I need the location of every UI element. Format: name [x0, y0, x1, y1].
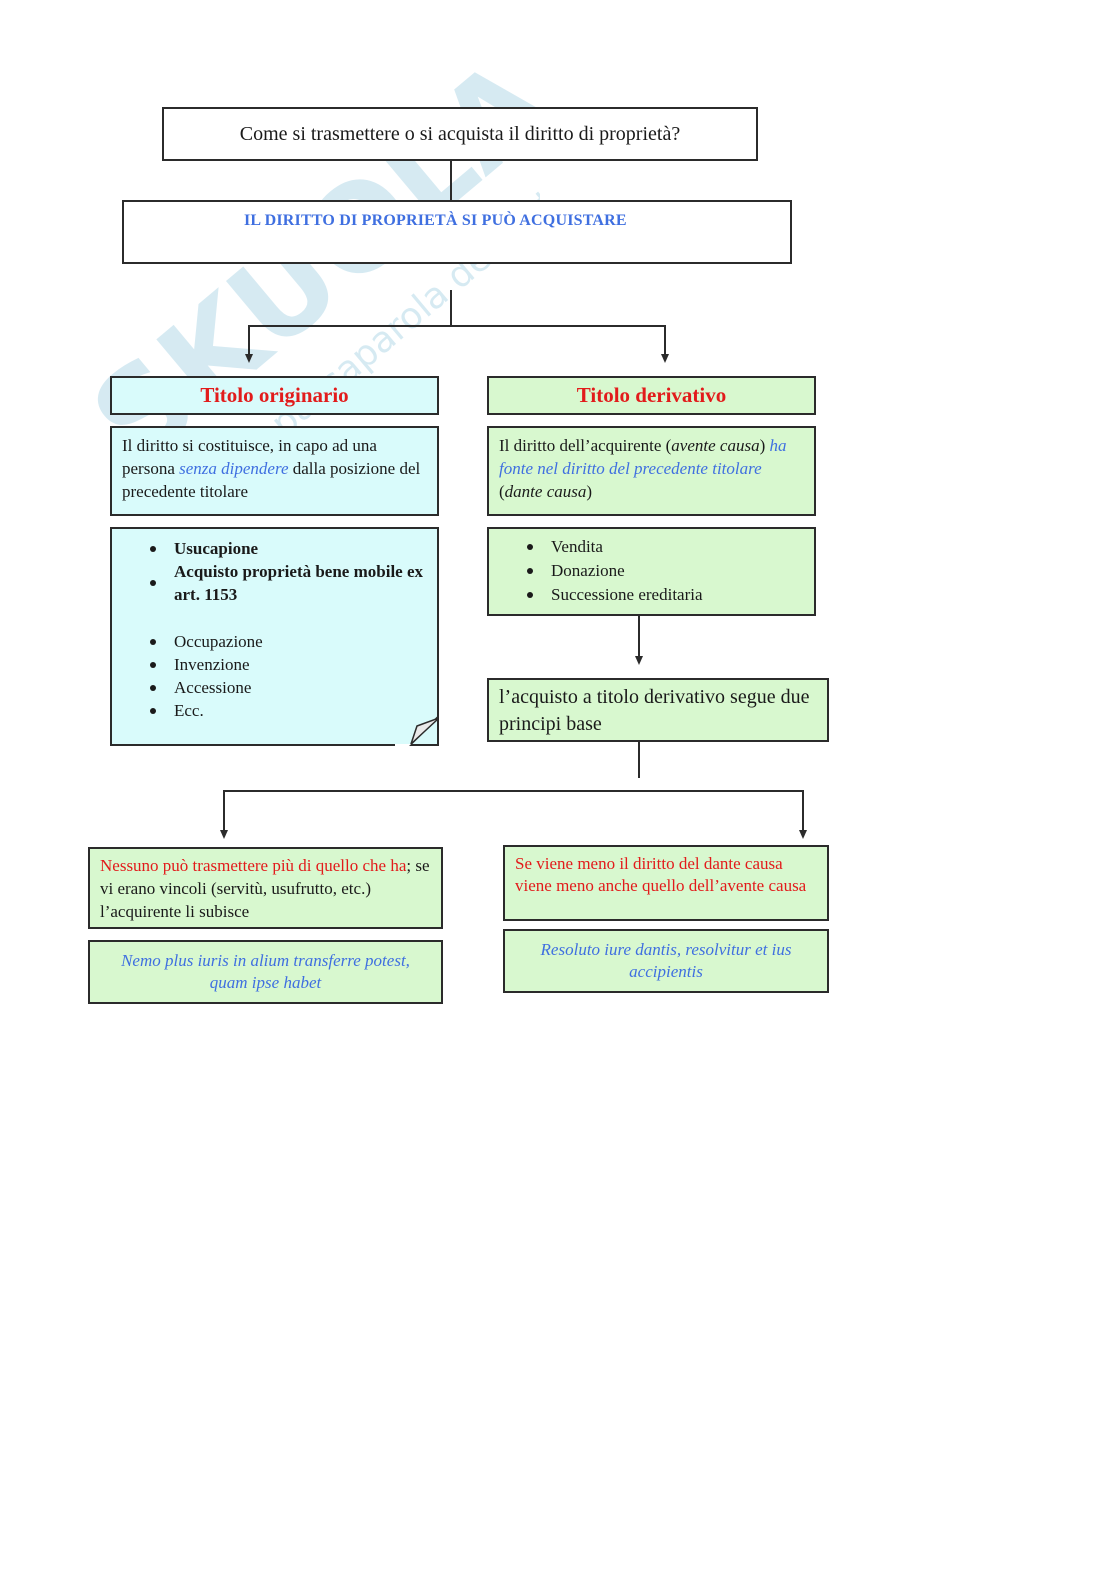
principio2-box: Se viene meno il diritto del dante causa…: [503, 845, 829, 921]
originario-title-box: Titolo originario: [110, 376, 439, 415]
list-item: Accessione: [148, 676, 427, 699]
list-item: Occupazione: [148, 630, 427, 653]
derivativo-title-box: Titolo derivativo: [487, 376, 816, 415]
arrow-head: [635, 656, 643, 665]
derivativo-desc-fonte: ha fonte nel diritto del precedente tito…: [499, 436, 787, 478]
originario-desc-box: Il diritto si costituisce, in capo ad un…: [110, 426, 439, 516]
connector-line: [248, 325, 666, 327]
originario-list-bold: Usucapione Acquisto proprietà bene mobil…: [148, 537, 427, 606]
derivativo-desc-avente: avente causa: [671, 436, 760, 455]
headline-text: IL DIRITTO DI PROPRIETÀ SI PUÒ ACQUISTAR…: [244, 212, 627, 229]
principio1-rest: ; se vi erano vincoli (servitù, usufrutt…: [100, 856, 430, 921]
arrow-head: [220, 830, 228, 839]
arrow-head: [245, 354, 253, 363]
principio2-latin: Resoluto iure dantis, resolvitur et ius …: [540, 940, 792, 981]
connector-line: [638, 616, 640, 656]
principio1-box: Nessuno può trasmettere più di quello ch…: [88, 847, 443, 929]
derivativo-desc-dante: dante causa: [504, 482, 587, 501]
derivativo-title: Titolo derivativo: [576, 383, 727, 407]
originario-desc-highlight: senza dipendere: [179, 459, 289, 478]
principi-text: l’acquisto a titolo derivativo segue due…: [499, 686, 810, 735]
derivativo-desc-part3: (: [499, 482, 505, 501]
headline-box: IL DIRITTO DI PROPRIETÀ SI PUÒ ACQUISTAR…: [122, 200, 792, 264]
principi-box: l’acquisto a titolo derivativo segue due…: [487, 678, 829, 742]
derivativo-desc-part2: ): [759, 436, 770, 455]
list-item: Donazione: [525, 559, 804, 583]
principio1-latin: Nemo plus iuris in alium transferre pote…: [121, 951, 410, 992]
derivativo-desc-box: Il diritto dell’acquirente (avente causa…: [487, 426, 816, 516]
originario-list: Occupazione Invenzione Accessione Ecc.: [148, 630, 427, 722]
derivativo-list: Vendita Donazione Successione ereditaria: [525, 535, 804, 607]
connector-line: [450, 161, 452, 201]
connector-line: [664, 325, 666, 355]
arrow-head: [799, 830, 807, 839]
principio2-red: Se viene meno il diritto del dante causa…: [515, 854, 807, 895]
principio1-latin-box: Nemo plus iuris in alium transferre pote…: [88, 940, 443, 1004]
connector-line: [223, 790, 225, 830]
principio2-latin-box: Resoluto iure dantis, resolvitur et ius …: [503, 929, 829, 993]
connector-line: [223, 790, 804, 792]
connector-line: [638, 742, 640, 778]
principio1-red: Nessuno può trasmettere più di quello ch…: [100, 856, 407, 875]
arrow-head: [661, 354, 669, 363]
list-item: Usucapione: [148, 537, 427, 560]
question-text: Come si trasmettere o si acquista il dir…: [239, 122, 681, 145]
question-box: Come si trasmettere o si acquista il dir…: [162, 107, 758, 161]
derivativo-list-box: Vendita Donazione Successione ereditaria: [487, 527, 816, 616]
originario-desc-part1: Il diritto si costituisce, in capo ad un…: [122, 436, 377, 478]
originario-title: Titolo originario: [200, 383, 349, 407]
originario-list-box: Usucapione Acquisto proprietà bene mobil…: [110, 527, 439, 746]
derivativo-desc-part4: ): [586, 482, 593, 501]
connector-line: [248, 325, 250, 355]
list-item: Successione ereditaria: [525, 583, 804, 607]
originario-desc-part2: dalla posizione del precedente titolare: [122, 459, 421, 501]
derivativo-desc-part1: Il diritto dell’acquirente (: [499, 436, 672, 455]
connector-line: [450, 290, 452, 326]
list-item: Acquisto proprietà bene mobile ex art. 1…: [148, 560, 427, 606]
connector-line: [802, 790, 804, 830]
list-item: Ecc.: [148, 699, 427, 722]
list-item: Invenzione: [148, 653, 427, 676]
page-curl-icon: [395, 714, 439, 746]
list-item: Vendita: [525, 535, 804, 559]
